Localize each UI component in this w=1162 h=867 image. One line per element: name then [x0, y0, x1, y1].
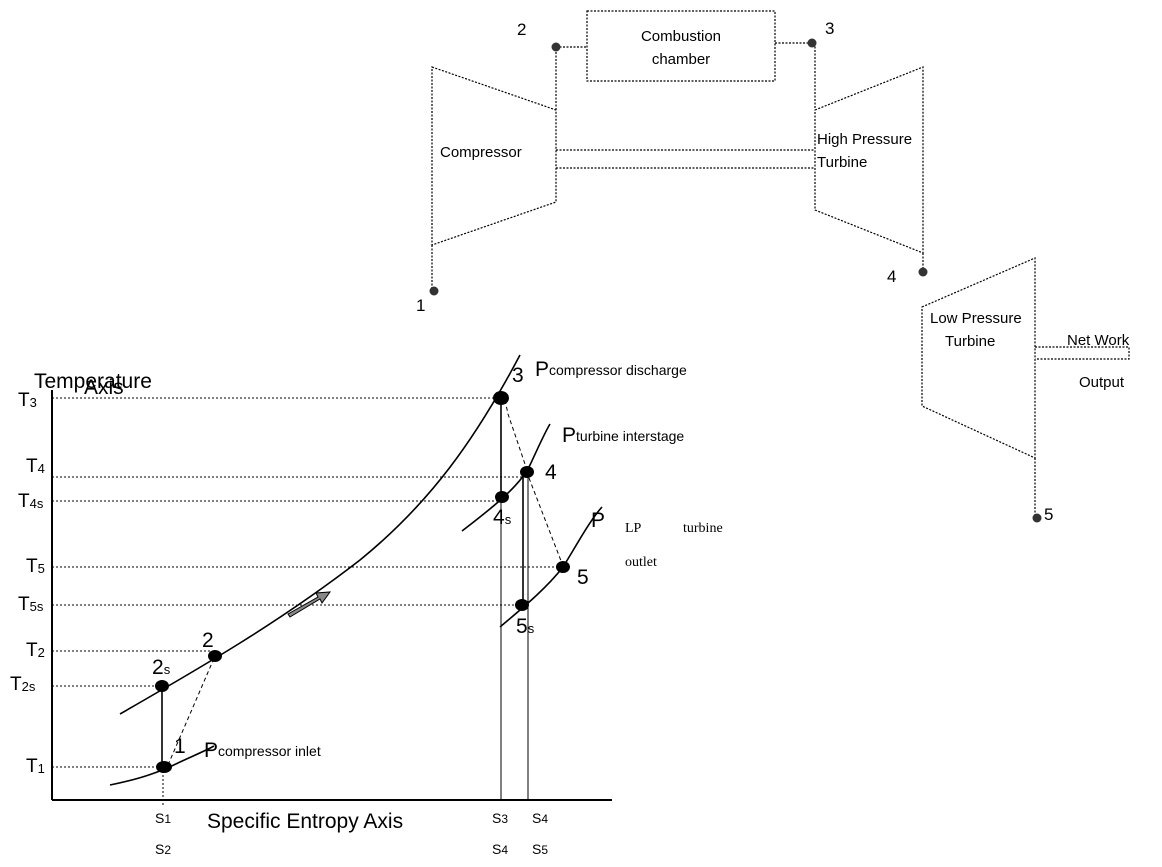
point-2 — [208, 650, 222, 662]
engine-schematic — [431, 10, 1130, 515]
combustion-label-2: chamber — [652, 51, 710, 68]
station-3-number: 3 — [825, 19, 834, 38]
y-axis-title-2: Axis — [84, 376, 124, 399]
label-T3: T3 — [18, 390, 37, 411]
isobar-compressor-discharge — [119, 354, 521, 715]
ts-axes — [51, 390, 612, 801]
station-3-dot — [807, 38, 817, 48]
label-T4s: T4s — [18, 491, 44, 512]
entropy-labels: S1 S2 S3 S4 S4 S5 — [155, 810, 548, 857]
flow-direction-arrow — [287, 591, 332, 618]
label-point-2s: 2s — [152, 656, 171, 679]
hpt-label-2: Turbine — [817, 154, 867, 171]
actual-expansion-3-4 — [504, 399, 528, 471]
actual-compression-1-2 — [167, 655, 216, 766]
net-work-shaft — [1035, 346, 1130, 360]
station-4-number: 4 — [887, 267, 896, 286]
point-2s — [155, 680, 169, 692]
station-1-dot — [429, 286, 439, 296]
schematic-station-dots — [429, 38, 1042, 523]
x-axis-title: Specific Entropy Axis — [207, 810, 403, 833]
compressor-shape — [431, 66, 557, 246]
lpt-label-2: Turbine — [945, 333, 995, 350]
point-3 — [493, 391, 509, 405]
label-lp-outlet-1: LP — [625, 521, 642, 536]
combustion-label-1: Combustion — [641, 28, 721, 45]
label-p-turbine-interstage: Pturbine interstage — [562, 424, 684, 447]
point-4s — [495, 491, 509, 503]
label-point-2: 2 — [202, 629, 214, 652]
label-point-3: 3 — [512, 364, 524, 387]
label-point-5s: 5s — [516, 615, 535, 638]
y-axis-title-1: Temperature — [34, 370, 152, 393]
isobar-turbine-interstage — [461, 423, 551, 532]
state-point-labels: 1 2 2s 3 4 4s 5 5s — [152, 364, 589, 758]
label-p-compressor-discharge: Pcompressor discharge — [535, 358, 687, 381]
state-points — [155, 391, 570, 773]
temperature-labels: T3 T4 T4s T5 T5s T2 T2s T1 — [10, 390, 45, 777]
point-5 — [556, 561, 570, 573]
label-lp-outlet-2: turbine — [683, 521, 723, 536]
label-s4-top: S4 — [532, 810, 548, 826]
label-s5: S5 — [532, 841, 548, 857]
station-4-dot — [918, 267, 928, 277]
label-point-4s: 4s — [493, 506, 512, 529]
station-5-number: 5 — [1044, 505, 1053, 524]
label-T4: T4 — [26, 456, 45, 477]
label-point-4: 4 — [545, 461, 557, 484]
combustion-chamber-box — [586, 10, 776, 82]
label-T5s: T5s — [18, 594, 44, 615]
process-lines — [161, 398, 564, 767]
temperature-guide-lines — [52, 397, 564, 768]
label-point-5: 5 — [577, 566, 589, 589]
label-T2s: T2s — [10, 674, 36, 695]
net-work-label-2: Output — [1079, 374, 1125, 391]
label-T2: T2 — [26, 640, 45, 661]
label-p-compressor-inlet: Pcompressor inlet — [204, 739, 321, 762]
label-s3: S3 — [492, 810, 508, 826]
label-s2: S2 — [155, 841, 171, 857]
isobar-labels: Pcompressor discharge Pturbine interstag… — [204, 358, 723, 762]
net-work-label-1: Net Work — [1067, 332, 1130, 349]
label-T1: T1 — [26, 756, 45, 777]
label-point-1: 1 — [174, 735, 186, 758]
actual-expansion-4-5 — [528, 477, 564, 567]
point-5s — [515, 599, 529, 611]
point-1 — [156, 761, 172, 773]
label-p-lp-outlet: P — [591, 509, 605, 532]
station-2-number: 2 — [517, 20, 526, 39]
label-lp-outlet-3: outlet — [625, 555, 657, 570]
label-s1: S1 — [155, 810, 171, 826]
lp-turbine-shape — [921, 257, 1036, 459]
axis-titles: Temperature Axis Specific Entropy Axis — [34, 370, 403, 833]
label-s4-bottom: S4 — [492, 841, 508, 857]
lpt-label-1: Low Pressure — [930, 310, 1022, 327]
station-2-dot — [551, 42, 561, 52]
point-4 — [520, 466, 534, 478]
station-1-number: 1 — [416, 296, 425, 315]
isobar-compressor-inlet — [109, 745, 215, 786]
station-5-dot — [1032, 513, 1042, 523]
compressor-label: Compressor — [440, 144, 522, 161]
hpt-label-1: High Pressure — [817, 131, 912, 148]
schematic-labels: Combustion chamber Compressor High Press… — [440, 28, 1130, 391]
schematic-station-numbers: 1 2 3 4 5 — [416, 19, 1053, 524]
label-T5: T5 — [26, 556, 45, 577]
